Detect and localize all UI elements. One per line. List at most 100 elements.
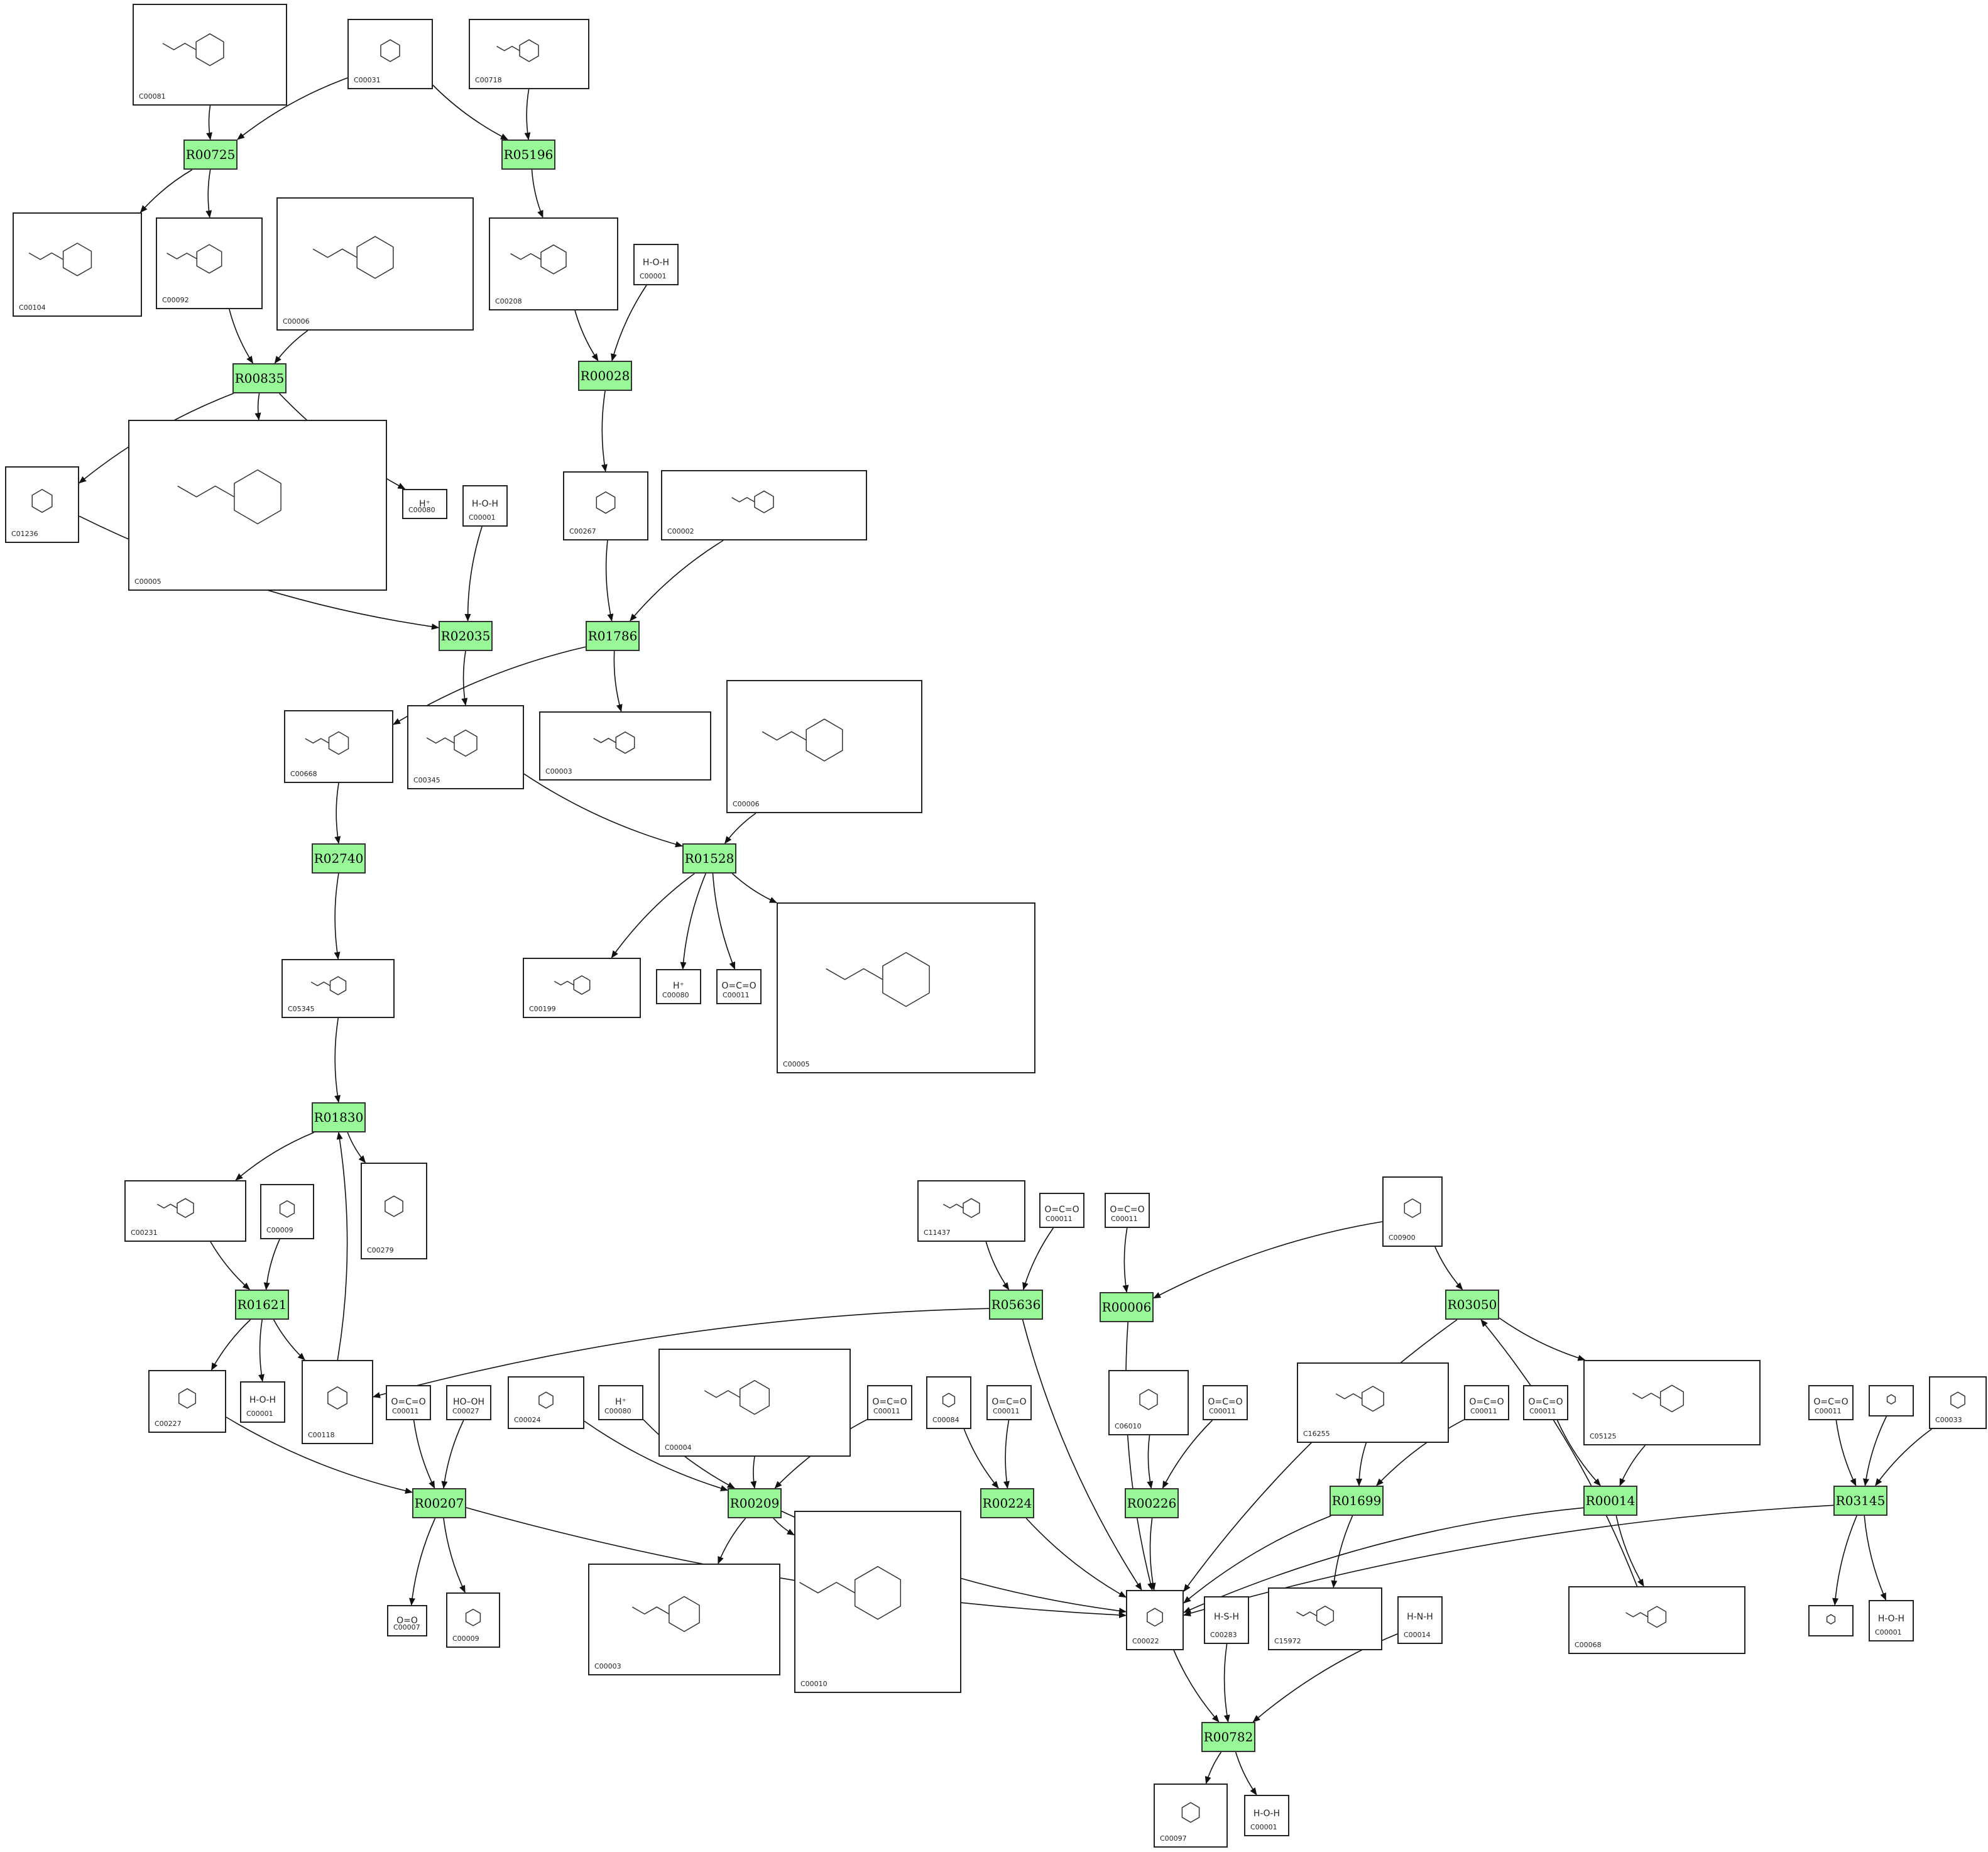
compound-c00097[interactable]: C00097	[1154, 1784, 1228, 1848]
molecule-structure-drawing	[762, 718, 843, 762]
compound-c00009[interactable]: C00009	[446, 1592, 500, 1648]
compound-c00010[interactable]: C00010	[794, 1511, 961, 1693]
reaction-r01830[interactable]: R01830	[312, 1102, 366, 1132]
edge-R03050-to-c_c00022	[1183, 1319, 1458, 1592]
reaction-r00207[interactable]: R00207	[412, 1488, 466, 1518]
compound-c00104[interactable]: C00104	[13, 212, 142, 317]
molecule-structure-drawing	[1139, 1389, 1158, 1410]
reaction-r02740[interactable]: R02740	[312, 843, 366, 874]
compound-c06010[interactable]: C06010	[1108, 1370, 1189, 1435]
reaction-r00014[interactable]: R00014	[1583, 1486, 1637, 1516]
compound-c00092[interactable]: C00092	[156, 217, 263, 309]
compound-c05125[interactable]: C05125	[1583, 1360, 1761, 1445]
edge-R03050-to-c_c05125	[1499, 1317, 1586, 1361]
compound-c00900[interactable]: C00900	[1382, 1176, 1443, 1247]
compound-c00006[interactable]: C00006	[726, 680, 922, 813]
reaction-r00725[interactable]: R00725	[183, 140, 238, 170]
compound-c00208[interactable]: C00208	[489, 217, 618, 310]
compound-symbol: H‑S‑H	[1213, 1612, 1240, 1623]
edge-c_c00006b-to-R01528	[724, 813, 756, 844]
compound-c00005[interactable]: C00005	[777, 902, 1035, 1073]
compound-c00009[interactable]: C00009	[260, 1184, 314, 1239]
compound-c00081[interactable]: C00081	[133, 4, 287, 106]
reaction-r03050[interactable]: R03050	[1445, 1290, 1499, 1320]
compound-label: C00005	[134, 578, 161, 586]
reaction-r01621[interactable]: R01621	[235, 1290, 289, 1320]
compound-c00345[interactable]: C00345	[407, 705, 524, 789]
compound-c00068[interactable]: C00068	[1568, 1586, 1745, 1654]
reaction-r03145[interactable]: R03145	[1833, 1486, 1887, 1516]
molecule-structure-drawing	[305, 731, 349, 755]
compound-c00118[interactable]: C00118	[302, 1360, 373, 1444]
reaction-r01786[interactable]: R01786	[586, 621, 640, 651]
compound-c00279[interactable]: C00279	[361, 1163, 427, 1259]
compound-c00080[interactable]: H⁺C00080	[656, 969, 701, 1004]
compound-c05345[interactable]: C05345	[281, 959, 395, 1018]
reaction-r00226[interactable]: R00226	[1125, 1488, 1179, 1518]
compound-c00080[interactable]: H⁺C00080	[598, 1385, 643, 1420]
compound-c00005[interactable]: C00005	[128, 420, 387, 591]
compound-c00031[interactable]: C00031	[347, 19, 433, 89]
reaction-r00006[interactable]: R00006	[1100, 1292, 1154, 1322]
reaction-r05196[interactable]: R05196	[501, 140, 555, 170]
reaction-r01528[interactable]: R01528	[682, 843, 736, 874]
edge-R01528-to-c_c00011a	[712, 873, 736, 970]
reaction-r00224[interactable]: R00224	[980, 1488, 1034, 1518]
compound-c00004[interactable]: C00004	[658, 1349, 851, 1457]
compound-c00231[interactable]: C00231	[124, 1180, 246, 1242]
compound-c00033[interactable]: C00033	[1929, 1376, 1987, 1429]
reaction-r00782[interactable]: R00782	[1201, 1722, 1255, 1752]
compound-c00003[interactable]: C00003	[588, 1564, 780, 1675]
reaction-r01699[interactable]: R01699	[1330, 1486, 1384, 1516]
compound-c00080[interactable]: H⁺C00080	[402, 489, 447, 519]
compound-c01236[interactable]: C01236	[5, 466, 79, 543]
reaction-r05636[interactable]: R05636	[989, 1290, 1043, 1320]
compound-c11437[interactable]: C11437	[917, 1180, 1025, 1242]
compound-c00227[interactable]: C00227	[148, 1370, 226, 1433]
compound-label: C00011	[1815, 1407, 1842, 1415]
reaction-r00028[interactable]: R00028	[578, 361, 632, 391]
compound-c16255[interactable]: C16255	[1297, 1362, 1449, 1443]
edge-c_c00345-to-R01528	[523, 773, 683, 848]
compound-c00006[interactable]: C00006	[276, 197, 474, 331]
edge-c_c00006a-to-R00835	[274, 330, 309, 364]
compound-c00267[interactable]: C00267	[563, 471, 648, 540]
compound-c00718[interactable]: C00718	[469, 19, 589, 89]
reaction-r00209[interactable]: R00209	[728, 1488, 782, 1518]
molecule-structure-drawing	[704, 1379, 770, 1415]
compound-c00003[interactable]: C00003	[539, 711, 711, 781]
compound-c00084[interactable]: C00084	[926, 1376, 971, 1429]
reaction-r02035[interactable]: R02035	[439, 621, 493, 651]
edge-c_c00011j-to-R03145	[1835, 1420, 1857, 1486]
edge-c_c00718-to-R05196	[524, 89, 531, 140]
compound-label: C00011	[1111, 1215, 1138, 1223]
compound-unlabeled[interactable]	[1808, 1605, 1854, 1636]
reaction-r00835[interactable]: R00835	[232, 363, 287, 393]
compound-c00199[interactable]: C00199	[523, 958, 641, 1018]
compound-c00024[interactable]: C00024	[508, 1376, 584, 1429]
compound-unlabeled[interactable]	[1869, 1385, 1914, 1416]
compound-c00002[interactable]: C00002	[661, 470, 867, 540]
compound-c00022[interactable]: C00022	[1126, 1590, 1184, 1650]
compound-c00668[interactable]: C00668	[284, 710, 393, 783]
compound-c15972[interactable]: C15972	[1268, 1587, 1382, 1650]
